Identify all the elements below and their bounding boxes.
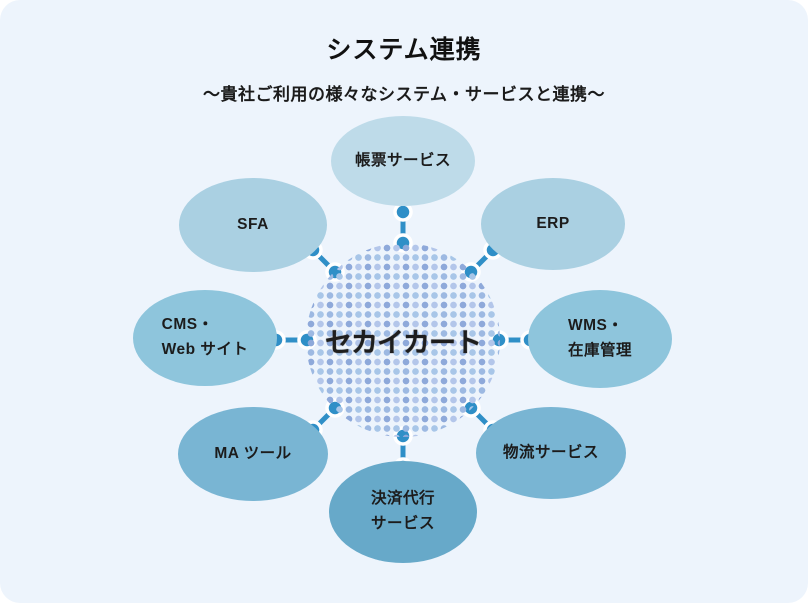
node-label: WMS・ 在庫管理 xyxy=(567,317,632,359)
node-report-service: 帳票サービス xyxy=(331,116,475,206)
node-payment-agency-service: 決済代行 サービス xyxy=(329,461,477,563)
node-label: 決済代行 サービス xyxy=(370,490,435,532)
node-logistics-service: 物流サービス xyxy=(476,407,626,499)
page-title: システム連携 xyxy=(326,36,482,64)
node-ma-tool: MA ツール xyxy=(178,407,328,501)
node-label: MA ツール xyxy=(214,444,292,462)
page-subtitle: 〜貴社ご利用の様々なシステム・サービスと連携〜 xyxy=(203,85,605,104)
center-hub-halftone-circle: セカイカート xyxy=(306,243,500,437)
node-label: 帳票サービス xyxy=(354,151,451,169)
node-wms-inventory: WMS・ 在庫管理 xyxy=(528,290,672,388)
node-erp: ERP xyxy=(481,178,625,270)
node-cms-website: CMS・ Web サイト xyxy=(133,290,277,386)
node-label: ERP xyxy=(536,214,570,232)
node-label: 物流サービス xyxy=(502,443,599,461)
node-label: SFA xyxy=(237,215,269,233)
diagram-header: システム連携 〜貴社ご利用の様々なシステム・サービスと連携〜 xyxy=(0,30,808,105)
center-hub-logo: セカイカート xyxy=(325,327,482,358)
node-label: CMS・ Web サイト xyxy=(161,316,249,358)
node-sfa: SFA xyxy=(179,178,327,272)
